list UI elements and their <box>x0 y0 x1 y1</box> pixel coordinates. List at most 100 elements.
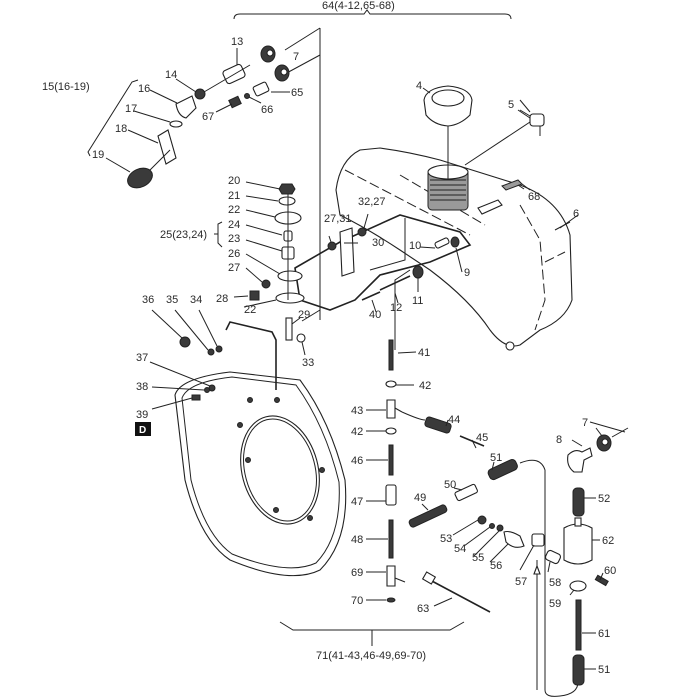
callout-49: 49 <box>414 492 426 504</box>
part-47-filter <box>385 484 397 506</box>
part-51-hose-lower <box>572 654 585 686</box>
assembly-label-15: 15(16-19) <box>42 81 90 93</box>
callout-63: 63 <box>417 603 429 615</box>
callout-66: 66 <box>261 104 273 116</box>
part-69-cock <box>386 565 406 587</box>
part-62-filter <box>563 523 593 565</box>
part-7-nut-right-hole <box>601 438 609 446</box>
callout-10: 10 <box>409 240 421 252</box>
part-56-bracket <box>503 530 525 548</box>
part-9-nut <box>450 236 460 248</box>
callout-28: 28 <box>216 293 228 305</box>
part-35-nut <box>207 348 215 356</box>
part-59-clamp <box>569 580 587 592</box>
callout-30: 30 <box>372 237 384 249</box>
callout-27: 27 <box>228 262 240 274</box>
section-badge-label: D <box>139 425 146 436</box>
assembly-bracket-71: 71(41-43,46-49,69-70) <box>279 621 465 662</box>
lift-handle <box>225 321 277 390</box>
callout-14: 14 <box>165 69 177 81</box>
assembly-label-71: 71(41-43,46-49,69-70) <box>316 650 426 662</box>
part-57-clamp <box>531 533 545 547</box>
callout-60: 60 <box>604 565 616 577</box>
part-50-connector <box>454 483 478 502</box>
callout-19: 19 <box>92 149 104 161</box>
part-2731-washer <box>327 241 337 251</box>
part-49-spring-hose <box>408 504 448 528</box>
fuel-filter-column <box>563 421 629 686</box>
callout-40: 40 <box>369 309 381 321</box>
callout-62: 62 <box>602 535 614 547</box>
callout-20: 20 <box>228 175 240 187</box>
callout-47: 47 <box>351 496 363 508</box>
part-3227-washer <box>357 227 367 237</box>
callout-44: 44 <box>448 414 460 426</box>
part-60-screw <box>594 574 609 587</box>
assembly-bracket-15: 15(16-19) <box>42 79 139 157</box>
part-55-washer <box>496 524 504 532</box>
callout-55: 55 <box>472 552 484 564</box>
part-34-washer <box>215 345 223 353</box>
callout-61: 61 <box>598 628 610 640</box>
part-17-oring <box>169 120 183 128</box>
isolator-stack <box>249 183 367 343</box>
part-70-washer <box>386 597 396 603</box>
callout-53: 53 <box>440 533 452 545</box>
part-19-ring-nut <box>127 167 153 189</box>
part-67-screw <box>228 95 242 109</box>
part-41-hose <box>388 339 394 371</box>
callout-70: 70 <box>351 595 363 607</box>
callout-57: 57 <box>515 576 527 588</box>
part-46-hose <box>388 444 394 476</box>
part-61-spring <box>575 599 582 651</box>
callout-50: 50 <box>444 479 456 491</box>
flywheel-housing <box>174 321 347 577</box>
callout-56: 56 <box>490 560 502 572</box>
part-30-plate <box>339 227 355 277</box>
part-21-washer <box>278 196 296 206</box>
callout-24: 24 <box>228 219 240 231</box>
part-4-fuel-cap <box>422 85 473 180</box>
part-63-bolt <box>429 579 491 613</box>
filter-inlet <box>574 517 582 527</box>
callout-51-lower: 51 <box>598 664 610 676</box>
fitting-parts-top <box>127 45 290 189</box>
callout-11: 11 <box>412 295 423 307</box>
flow-arrow <box>533 564 541 575</box>
part-29-stud <box>285 317 293 341</box>
callout-21: 21 <box>228 190 240 202</box>
part-28-bolt <box>249 290 260 301</box>
clamp-parts <box>361 236 460 301</box>
part-26-bracket-hole <box>277 270 303 282</box>
callout-labels: 13 7 14 16 17 18 19 65 66 67 4 5 6 68 20… <box>92 36 616 676</box>
part-7-nut-upper-hole <box>266 49 274 57</box>
callout-54: 54 <box>454 543 466 555</box>
assembly-bracket-25: 25(23,24) <box>160 221 223 248</box>
callout-35: 35 <box>166 294 178 306</box>
callout-18: 18 <box>115 123 127 135</box>
callout-45: 45 <box>476 432 488 444</box>
section-badge-box <box>135 422 151 436</box>
assembly-label-64: 64(4-12,65-68) <box>322 0 395 12</box>
callout-13: 13 <box>231 36 243 48</box>
callout-6: 6 <box>573 208 579 220</box>
callout-68: 68 <box>528 191 540 203</box>
callout-58: 58 <box>549 577 561 589</box>
callout-41: 41 <box>418 347 430 359</box>
tank-drain <box>505 341 515 351</box>
part-8-elbow <box>567 447 593 473</box>
part-5-fuel-cock <box>464 109 545 166</box>
callout-43: 43 <box>351 405 363 417</box>
callout-27-31: 27,31 <box>324 213 352 225</box>
callout-7-right: 7 <box>582 417 588 429</box>
part-42-oring-lower <box>385 427 397 435</box>
callout-51-upper: 51 <box>490 452 502 464</box>
callout-7: 7 <box>293 51 299 63</box>
callout-59: 59 <box>549 598 561 610</box>
part-66-washer <box>244 93 250 99</box>
callout-46: 46 <box>351 455 363 467</box>
part-65-fitting <box>252 81 270 97</box>
part-44-sleeve <box>424 416 452 434</box>
callout-22-upper: 22 <box>228 204 240 216</box>
